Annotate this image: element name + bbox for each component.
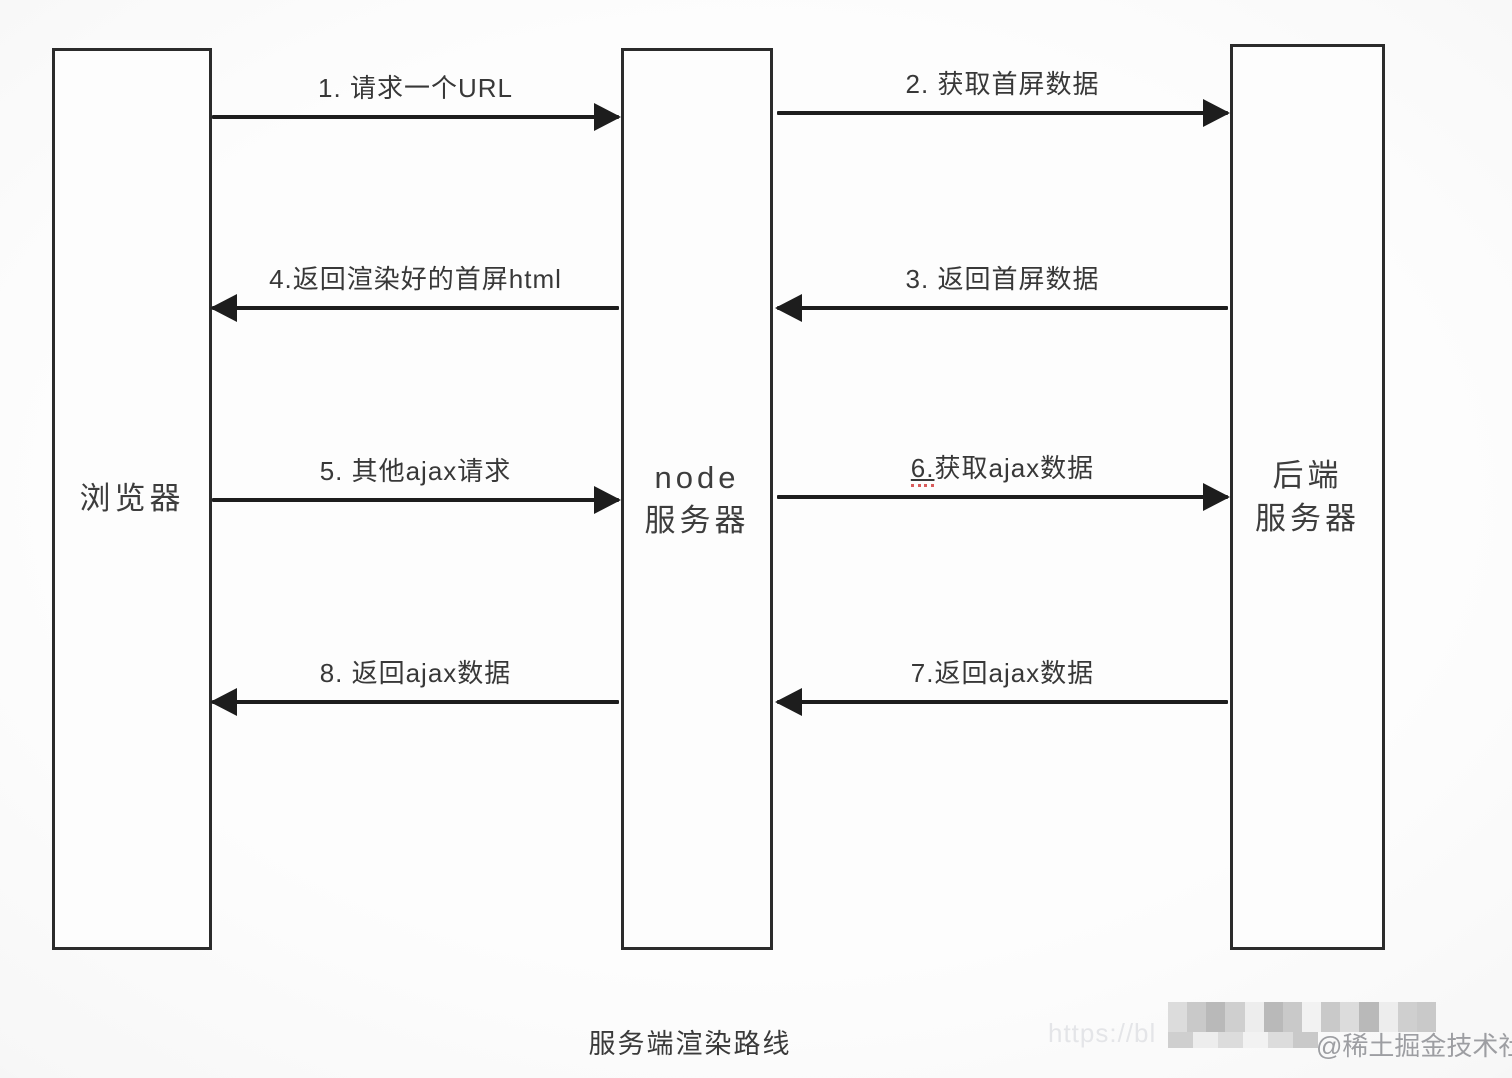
arrow-6-label: 6.获取ajax数据 [777, 448, 1228, 487]
censored-watermark-mosaic [1168, 1002, 1436, 1032]
diagram-caption: 服务端渲染路线 [588, 1029, 792, 1059]
browser-box: 浏览器 [52, 48, 212, 950]
arrow-3-label: 3. 返回首屏数据 [905, 264, 1100, 294]
backend-server-box: 后端 服务器 [1230, 44, 1385, 950]
censored-watermark-mosaic-row2 [1168, 1032, 1318, 1048]
arrow-7-label: 7.返回ajax数据 [910, 658, 1095, 688]
arrowhead-left-icon [210, 688, 237, 716]
arrow-line [777, 495, 1228, 499]
arrowhead-right-icon [594, 103, 621, 131]
arrowhead-right-icon [1203, 483, 1230, 511]
arrow-line [212, 306, 619, 310]
arrow-4-label: 4.返回渲染好的首屏html [269, 264, 562, 294]
arrow-line [212, 498, 619, 502]
node-server-label-line2: 服务器 [644, 503, 750, 538]
arrow-1-label: 1. 请求一个URL [318, 73, 513, 103]
arrowhead-right-icon [1203, 99, 1230, 127]
arrowhead-left-icon [775, 688, 802, 716]
arrow-6-step-number-spellcheck: 6. [910, 453, 935, 487]
arrow-line [212, 700, 619, 704]
arrow-line [777, 700, 1228, 704]
community-credit-watermark: @稀土掘金技术社区 [1316, 1031, 1512, 1061]
node-server-box: node 服务器 [621, 48, 773, 950]
arrow-line [777, 306, 1228, 310]
backend-server-label-line1: 后端 [1272, 457, 1343, 493]
faint-url-watermark: https://bl [1048, 1018, 1157, 1048]
arrowhead-left-icon [210, 294, 237, 322]
browser-box-label: 浏览器 [79, 481, 185, 517]
backend-server-label-line2: 服务器 [1255, 501, 1360, 536]
node-server-box-label: node 服务器 [645, 456, 750, 543]
arrow-6-label-text: 获取ajax数据 [934, 453, 1095, 483]
node-server-label-line1: node [654, 459, 740, 495]
arrowhead-left-icon [775, 294, 802, 322]
arrow-line [777, 111, 1228, 115]
backend-server-box-label: 后端 服务器 [1255, 454, 1360, 541]
arrow-line [212, 115, 619, 119]
arrow-5-label: 5. 其他ajax请求 [319, 456, 512, 486]
arrow-8-label: 8. 返回ajax数据 [319, 658, 512, 688]
arrowhead-right-icon [594, 486, 621, 514]
arrow-2-label: 2. 获取首屏数据 [905, 69, 1100, 99]
